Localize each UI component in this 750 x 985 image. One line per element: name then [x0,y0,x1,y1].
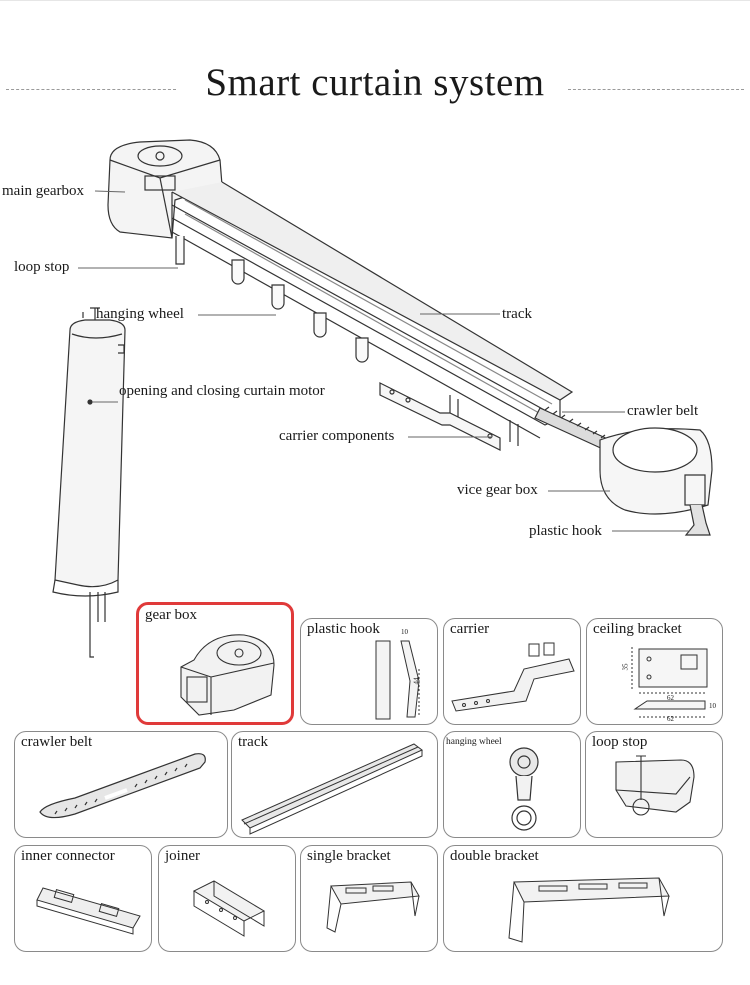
callout-track: track [502,306,532,322]
part-card-crawler-belt[interactable]: crawler belt [14,731,228,838]
part-label-track: track [238,734,268,750]
carrier-components-illustration [379,382,519,451]
part-label-double-bracket: double bracket [450,848,539,864]
ceiling-bracket-dim-width2: 62 [667,715,674,723]
ceiling-bracket-dim-side: 10 [709,702,716,710]
callout-loop-stop: loop stop [14,259,70,275]
part-label-crawler-belt: crawler belt [21,734,93,750]
hanging-wheel-thumbnail [509,747,539,831]
loop-stop-thumbnail [615,755,695,816]
part-card-inner-connector[interactable]: inner connector [14,845,152,952]
plastic-hook-dim-height: 44 [412,677,421,685]
gear-box-thumbnail [180,634,275,716]
plastic-hook-dim-width: 10 [401,628,408,636]
ceiling-bracket-thumbnail [631,647,708,718]
part-label-single-bracket: single bracket [307,848,391,864]
crawler-belt-illustration [534,406,611,451]
callout-crawler-belt: crawler belt [627,403,699,419]
part-label-joiner: joiner [165,848,200,864]
callout-vice-gear-box: vice gear box [457,482,538,498]
ceiling-bracket-dim-width: 62 [667,694,674,702]
part-label-inner-connector: inner connector [21,848,115,864]
part-card-plastic-hook[interactable]: plastic hook 10 44 [300,618,438,725]
track-thumbnail [241,743,423,835]
part-card-single-bracket[interactable]: single bracket [300,845,438,952]
part-card-double-bracket[interactable]: double bracket [443,845,723,952]
top-divider [0,0,750,1]
part-card-loop-stop[interactable]: loop stop [585,731,723,838]
page-title: Smart curtain system [205,61,545,104]
part-label-loop-stop: loop stop [592,734,648,750]
title-rule-left [6,89,176,90]
part-label-carrier: carrier [450,621,490,637]
motor-illustration [52,307,126,658]
callout-main-gearbox: main gearbox [2,183,85,199]
single-bracket-thumbnail [326,881,420,933]
callout-carrier-components: carrier components [279,428,395,444]
part-card-hanging-wheel[interactable]: hanging wheel [443,731,581,838]
title-rule-right [568,89,744,90]
part-card-carrier[interactable]: carrier [443,618,581,725]
callout-motor: opening and closing curtain motor [119,383,325,399]
double-bracket-thumbnail [508,877,670,943]
callout-plastic-hook: plastic hook [529,523,602,539]
part-card-ceiling-bracket[interactable]: ceiling bracket 35 62 62 10 [586,618,723,725]
carrier-thumbnail [451,642,575,712]
part-label-hanging-wheel: hanging wheel [446,737,502,747]
part-label-gear-box: gear box [145,607,198,623]
vice-gear-box-illustration [599,427,713,515]
plastic-hook-illustration [684,504,711,536]
crawler-belt-thumbnail [39,753,206,819]
joiner-thumbnail [192,880,266,937]
inner-connector-thumbnail [36,887,141,935]
hanging-wheels-illustration [231,259,369,363]
plastic-hook-thumbnail [375,640,420,720]
part-label-plastic-hook: plastic hook [307,621,380,637]
callout-hanging-wheel: hanging wheel [96,306,184,322]
part-card-joiner[interactable]: joiner [158,845,296,952]
part-card-track[interactable]: track [231,731,438,838]
main-gearbox-illustration [107,139,223,239]
part-label-ceiling-bracket: ceiling bracket [593,621,682,637]
loop-stop-illustration [175,236,185,265]
ceiling-bracket-dim-height: 35 [621,663,630,671]
part-card-gear-box[interactable]: gear box [136,602,294,725]
